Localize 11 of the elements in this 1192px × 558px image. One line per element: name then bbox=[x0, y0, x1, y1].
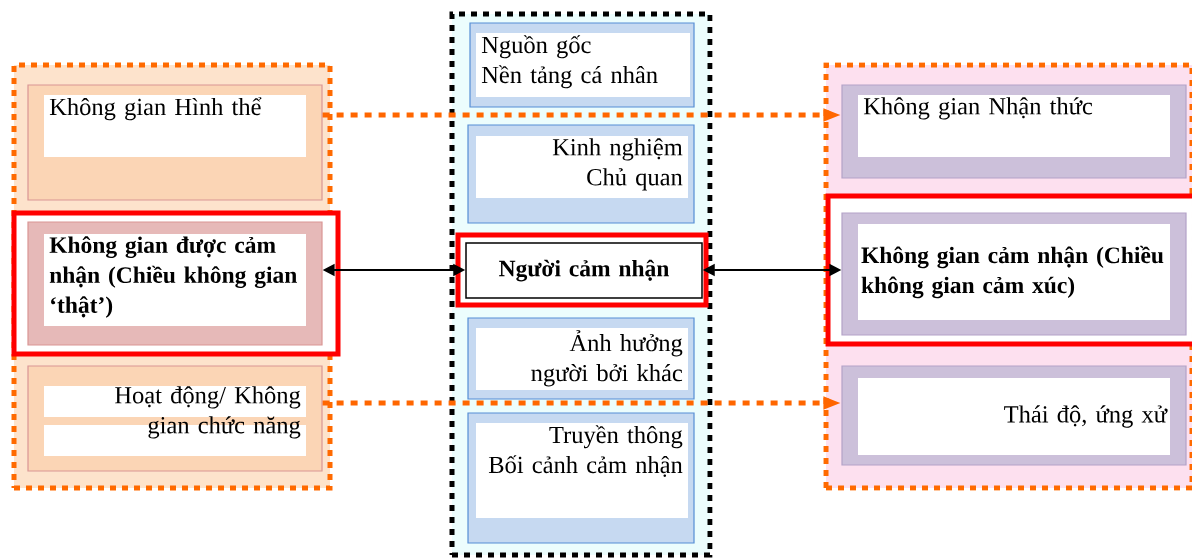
text-box: Kinh nghiệm Chủ quan bbox=[467, 124, 695, 224]
text-box: Không gian Hình thể bbox=[27, 84, 323, 201]
text-box: Không gian cảm nhận (Chiều không gian cảm xúc) bbox=[825, 193, 1192, 347]
text-box: Thái độ, ứng xử bbox=[841, 365, 1187, 466]
text-box: Không gian Nhận thức bbox=[841, 84, 1187, 179]
text-box: Hoạt động/ Không gian chức năng bbox=[27, 365, 323, 472]
text-box: Truyền thông Bối cảnh cảm nhận bbox=[467, 412, 695, 544]
text-box: Không gian được cảm nhận (Chiều không gian ‘thật’) bbox=[11, 210, 341, 357]
text-box: Người cảm nhận bbox=[455, 232, 709, 308]
text-box: Ảnh hưởng người bởi khác bbox=[467, 317, 695, 400]
text-box: Nguồn gốc Nền tảng cá nhân bbox=[469, 22, 695, 108]
